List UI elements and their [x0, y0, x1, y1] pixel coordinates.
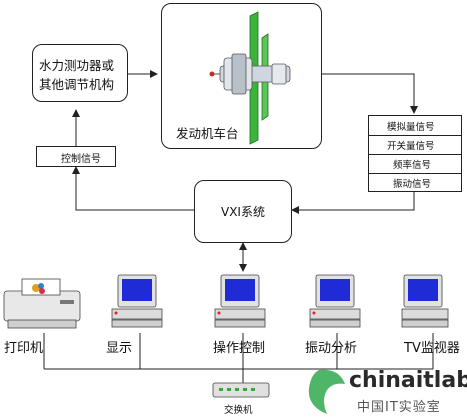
arrow-vxi-to-control: [72, 166, 194, 211]
vxi-system-label: VXI系统: [221, 205, 265, 219]
regulator-label-line2: 其他调节机构: [39, 77, 115, 92]
signal-row: 开关量信号: [369, 135, 461, 155]
control-signal-box: 控制信号: [36, 146, 116, 167]
signals-table: 模拟量信号 开关量信号 频率信号 振动信号: [368, 115, 462, 192]
watermark: chinaitlab 中国IT实验室: [305, 366, 467, 418]
regulator-box: 水力测功器或 其他调节机构: [32, 44, 128, 102]
device-label-tv-monitor: TV监视器: [404, 341, 460, 356]
device-label-display: 显示: [106, 341, 133, 356]
arrow-signals-to-vxi: [291, 192, 415, 214]
control-signal-label: 控制信号: [61, 154, 101, 165]
arrow-bench-to-signals: [322, 73, 418, 114]
signal-switch-label: 开关量信号: [387, 141, 435, 152]
watermark-logo-icon: [308, 369, 347, 414]
signal-frequency-label: 频率信号: [393, 160, 432, 171]
watermark-brand: chinaitlab: [349, 368, 467, 393]
watermark-sub: 中国IT实验室: [357, 400, 441, 415]
signal-row: 模拟量信号: [369, 116, 461, 136]
device-label-operation: 操作控制: [213, 341, 266, 356]
device-label-printer: 打印机: [4, 341, 44, 356]
signal-analog-label: 模拟量信号: [387, 122, 435, 133]
engine-bench-label: 发动机车台: [176, 126, 239, 141]
signal-row: 振动信号: [369, 173, 461, 192]
vxi-system-box: VXI系统: [194, 180, 292, 243]
device-label-vibration: 振动分析: [305, 341, 358, 356]
signal-vibration-label: 振动信号: [393, 179, 432, 190]
engine-bench-box: 发动机车台: [161, 3, 322, 149]
regulator-label-line1: 水力测功器或: [39, 58, 115, 73]
signal-row: 频率信号: [369, 154, 461, 174]
switch-label: 交换机: [224, 405, 253, 416]
engine-icon: [209, 11, 291, 145]
